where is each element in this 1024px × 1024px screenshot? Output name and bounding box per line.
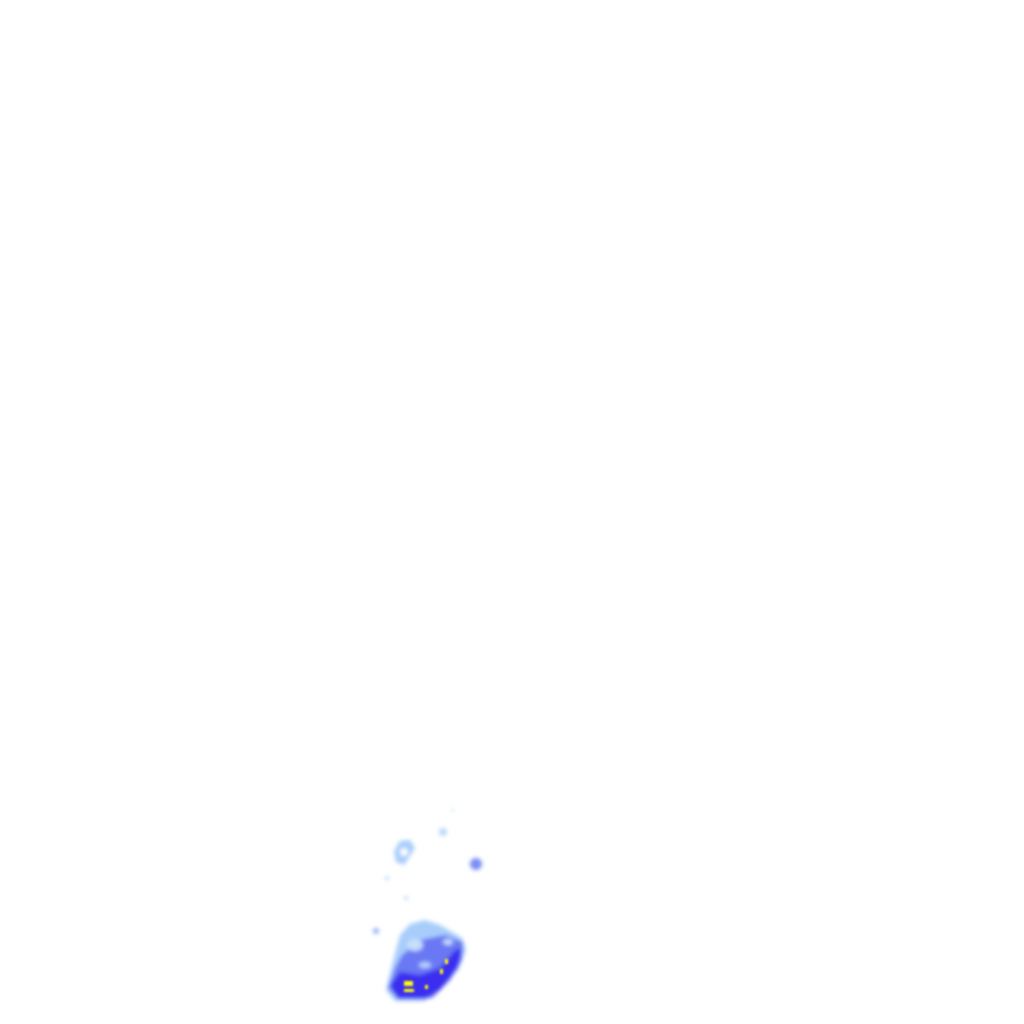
intense-echo (404, 981, 413, 986)
light-echo (385, 876, 389, 880)
moderate-echo (470, 858, 482, 870)
intense-echo (404, 989, 414, 992)
gap (443, 939, 453, 945)
light-echo (451, 808, 455, 812)
gap (419, 962, 431, 968)
light-echo (404, 896, 408, 900)
intense-cells (404, 959, 448, 992)
intense-echo (425, 985, 428, 989)
gap (407, 939, 423, 951)
heavy-core (390, 948, 462, 999)
intense-echo (440, 969, 443, 974)
light-echo (373, 928, 379, 934)
precip-cell-north (373, 808, 482, 934)
intense-echo (445, 959, 448, 964)
ring-hole (400, 848, 408, 856)
light-echo (439, 828, 447, 836)
